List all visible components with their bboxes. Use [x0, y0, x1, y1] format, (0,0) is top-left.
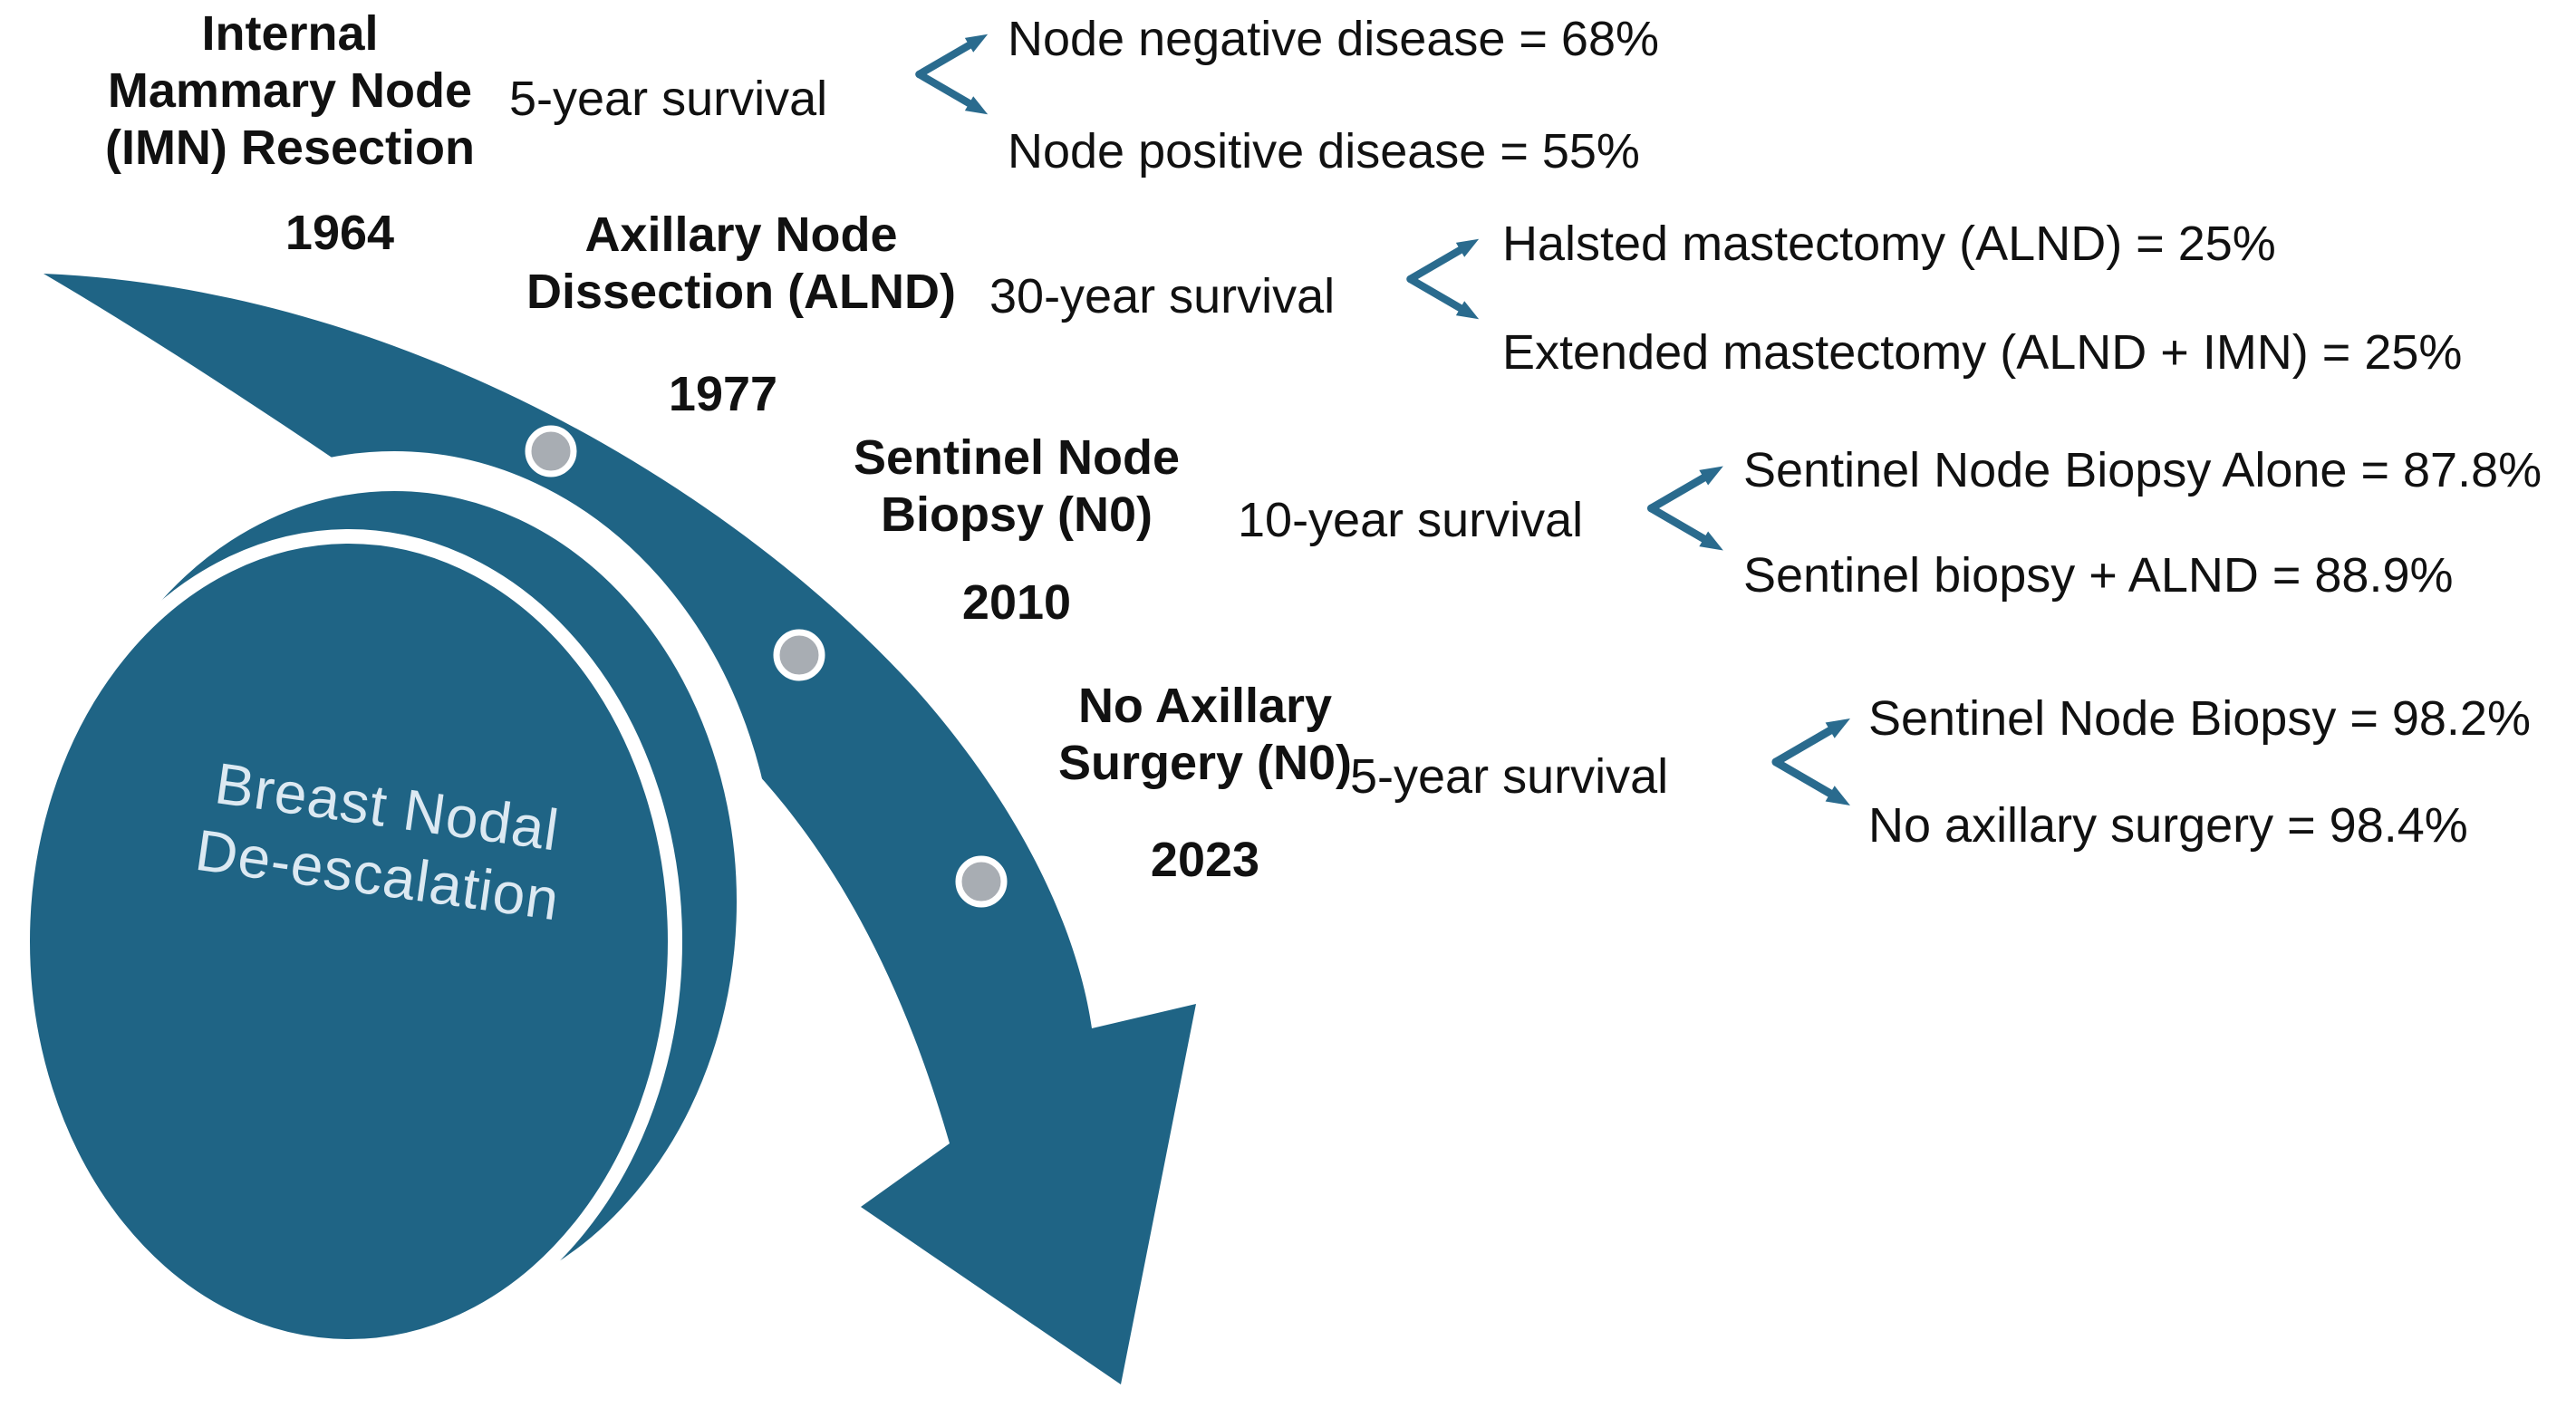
- milestone-name-line: Axillary Node: [584, 207, 898, 262]
- swoosh-arrow: [43, 274, 1196, 1384]
- split-bracket-icon: [915, 34, 989, 115]
- survival-label: 10-year survival: [1238, 493, 1584, 547]
- split-bracket-icon: [1406, 238, 1480, 320]
- milestone-name-line: Internal: [201, 6, 379, 61]
- timeline-dot: [525, 425, 577, 477]
- milestone-name-imn-resection: Internal Mammary Node (IMN) Resection: [36, 5, 544, 177]
- milestone-name-line: Dissection (ALND): [526, 265, 957, 319]
- outcome-label: Node negative disease = 68%: [1008, 12, 1660, 66]
- milestone-name-no-axillary-surgery: No Axillary Surgery (N0): [933, 678, 1477, 792]
- de-escalation-circle: [15, 529, 682, 1354]
- outcome-label: No axillary surgery = 98.4%: [1868, 798, 2468, 853]
- outcome-label: Halsted mastectomy (ALND) = 25%: [1502, 217, 2276, 271]
- timeline-dot: [955, 855, 1008, 908]
- outcome-label: Sentinel Node Biopsy = 98.2%: [1868, 691, 2531, 746]
- outcome-label: Sentinel Node Biopsy Alone = 87.8%: [1743, 443, 2542, 497]
- milestone-name-line: Biopsy (N0): [880, 487, 1153, 542]
- milestone-year: 1964: [285, 206, 395, 260]
- milestone-name-line: (IMN) Resection: [104, 121, 476, 175]
- split-bracket-icon: [1771, 718, 1850, 805]
- milestone-year: 1977: [668, 367, 778, 421]
- survival-label: 5-year survival: [509, 72, 828, 126]
- outcome-label: Node positive disease = 55%: [1008, 124, 1640, 178]
- outcome-label: Sentinel biopsy + ALND = 88.9%: [1743, 548, 2454, 603]
- timeline-dot: [773, 629, 825, 681]
- milestone-name-alnd: Axillary Node Dissection (ALND): [469, 207, 1013, 321]
- outcome-label: Extended mastectomy (ALND + IMN) = 25%: [1502, 325, 2463, 380]
- milestone-year: 2010: [961, 575, 1072, 630]
- milestone-name-line: Mammary Node: [107, 63, 473, 118]
- milestone-year: 2023: [1150, 833, 1260, 887]
- milestone-name-line: No Axillary: [1077, 679, 1333, 733]
- survival-label: 5-year survival: [1350, 749, 1669, 804]
- milestone-name-snb: Sentinel Node Biopsy (N0): [745, 429, 1288, 544]
- milestone-name-line: Surgery (N0): [1057, 736, 1353, 790]
- milestone-name-line: Sentinel Node: [853, 430, 1181, 485]
- split-bracket-icon: [1647, 466, 1723, 551]
- survival-label: 30-year survival: [989, 269, 1336, 323]
